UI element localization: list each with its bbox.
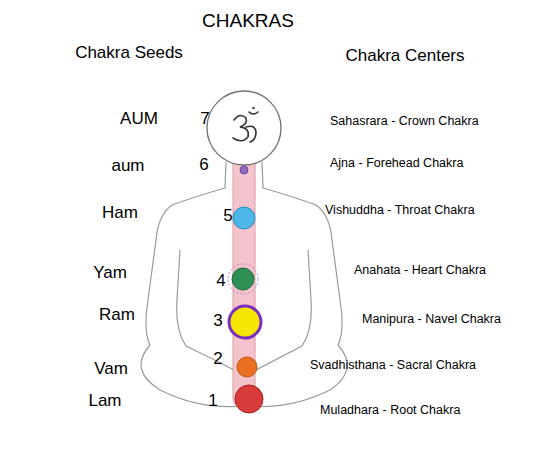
- seed-syllable: AUM: [120, 110, 158, 127]
- ajna-circle: [240, 166, 248, 174]
- column-heading: Chakra Seeds: [75, 44, 183, 61]
- anahata-circle: [232, 268, 254, 290]
- seed-syllable: Ham: [102, 204, 138, 221]
- vishuddha-circle: [233, 207, 255, 229]
- right-outline: [262, 162, 342, 345]
- chakra-name: Ajna - Forehead Chakra: [330, 157, 463, 170]
- om-stroke: [233, 115, 248, 140]
- callout-number: 1: [208, 392, 217, 409]
- diagram-title: CHAKRAS: [202, 11, 294, 30]
- om-symbol: [233, 107, 258, 142]
- chakra-name: Sahasrara - Crown Chakra: [330, 115, 479, 128]
- seed-syllable: Ram: [99, 306, 135, 323]
- chakra-name: Manipura - Navel Chakra: [362, 313, 501, 326]
- om-crescent: [249, 112, 258, 114]
- svadhisthana-circle: [237, 357, 257, 377]
- callout-number: 3: [213, 312, 222, 329]
- left-inner-arm: [177, 250, 186, 346]
- crown-circle: [207, 91, 281, 165]
- seed-syllable: Lam: [88, 392, 121, 409]
- callout-number: 7: [200, 110, 209, 127]
- seed-syllable: Vam: [94, 360, 128, 377]
- muladhara-circle: [235, 385, 263, 413]
- seed-syllable: aum: [111, 157, 144, 174]
- om-dot: [252, 107, 254, 109]
- manipura-circle: [229, 306, 261, 338]
- callout-number: 4: [216, 272, 225, 289]
- callout-number: 6: [199, 156, 208, 173]
- chakra-name: Muladhara - Root Chakra: [320, 404, 460, 417]
- column-heading: Chakra Centers: [345, 47, 464, 64]
- seed-syllable: Yam: [93, 264, 127, 281]
- callout-number: 5: [223, 207, 232, 224]
- callout-number: 2: [213, 350, 222, 367]
- om-tail: [246, 126, 256, 142]
- chakra-name: Vishuddha - Throat Chakra: [325, 204, 475, 217]
- left-outline: [146, 162, 226, 345]
- right-inner-arm: [302, 250, 311, 346]
- chakra-name: Svadhisthana - Sacral Chakra: [310, 359, 476, 372]
- anahata-ring: [228, 264, 258, 294]
- chakra-name: Anahata - Heart Chakra: [354, 264, 486, 277]
